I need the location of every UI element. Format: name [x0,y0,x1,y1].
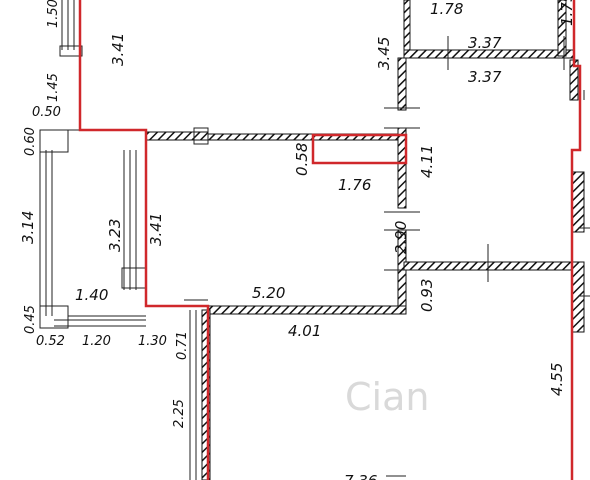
dim-1-40: 1.40 [75,286,108,304]
dim-1-45: 1.45 [46,73,61,102]
dim-0-50: 0.50 [32,105,61,120]
dim-1-50: 1.50 [46,0,61,28]
dim-2-25: 2.25 [172,399,187,428]
dim-7-36: 7.36 [344,472,377,480]
dim-4-55: 4.55 [548,363,566,396]
dim-3-14: 3.14 [19,211,37,244]
dim-3-37-lower: 3.37 [468,68,502,86]
dim-3-23: 3.23 [106,219,124,252]
dim-3-41-mid: 3.41 [147,213,165,246]
dim-0-60: 0.60 [23,127,38,156]
dimension-labels: 1.50 3.41 1.78 1.79 3.45 3.37 3.37 1.45 … [19,0,576,480]
dim-1-78: 1.78 [430,0,463,18]
dim-1-76: 1.76 [338,176,371,194]
dim-1-20: 1.20 [82,334,111,349]
dim-0-93: 0.93 [418,279,436,312]
unit-outline [78,0,582,480]
dim-3-41-top: 3.41 [109,33,127,66]
dim-5-20: 5.20 [252,284,285,302]
dim-4-01: 4.01 [288,322,321,340]
dim-0-52: 0.52 [36,334,65,349]
dim-0-58: 0.58 [293,143,311,176]
dim-0-71: 0.71 [175,331,190,360]
dim-3-45: 3.45 [375,37,393,70]
dim-3-37-upper: 3.37 [468,34,502,52]
dim-4-11: 4.11 [418,145,436,178]
window-frames [39,0,590,480]
watermark: Cian [345,375,429,419]
walls [145,0,585,480]
dim-1-30: 1.30 [138,334,167,349]
dim-2-90: 2.90 [392,221,410,254]
dim-1-79: 1.79 [558,0,576,26]
dim-0-45: 0.45 [23,305,38,334]
